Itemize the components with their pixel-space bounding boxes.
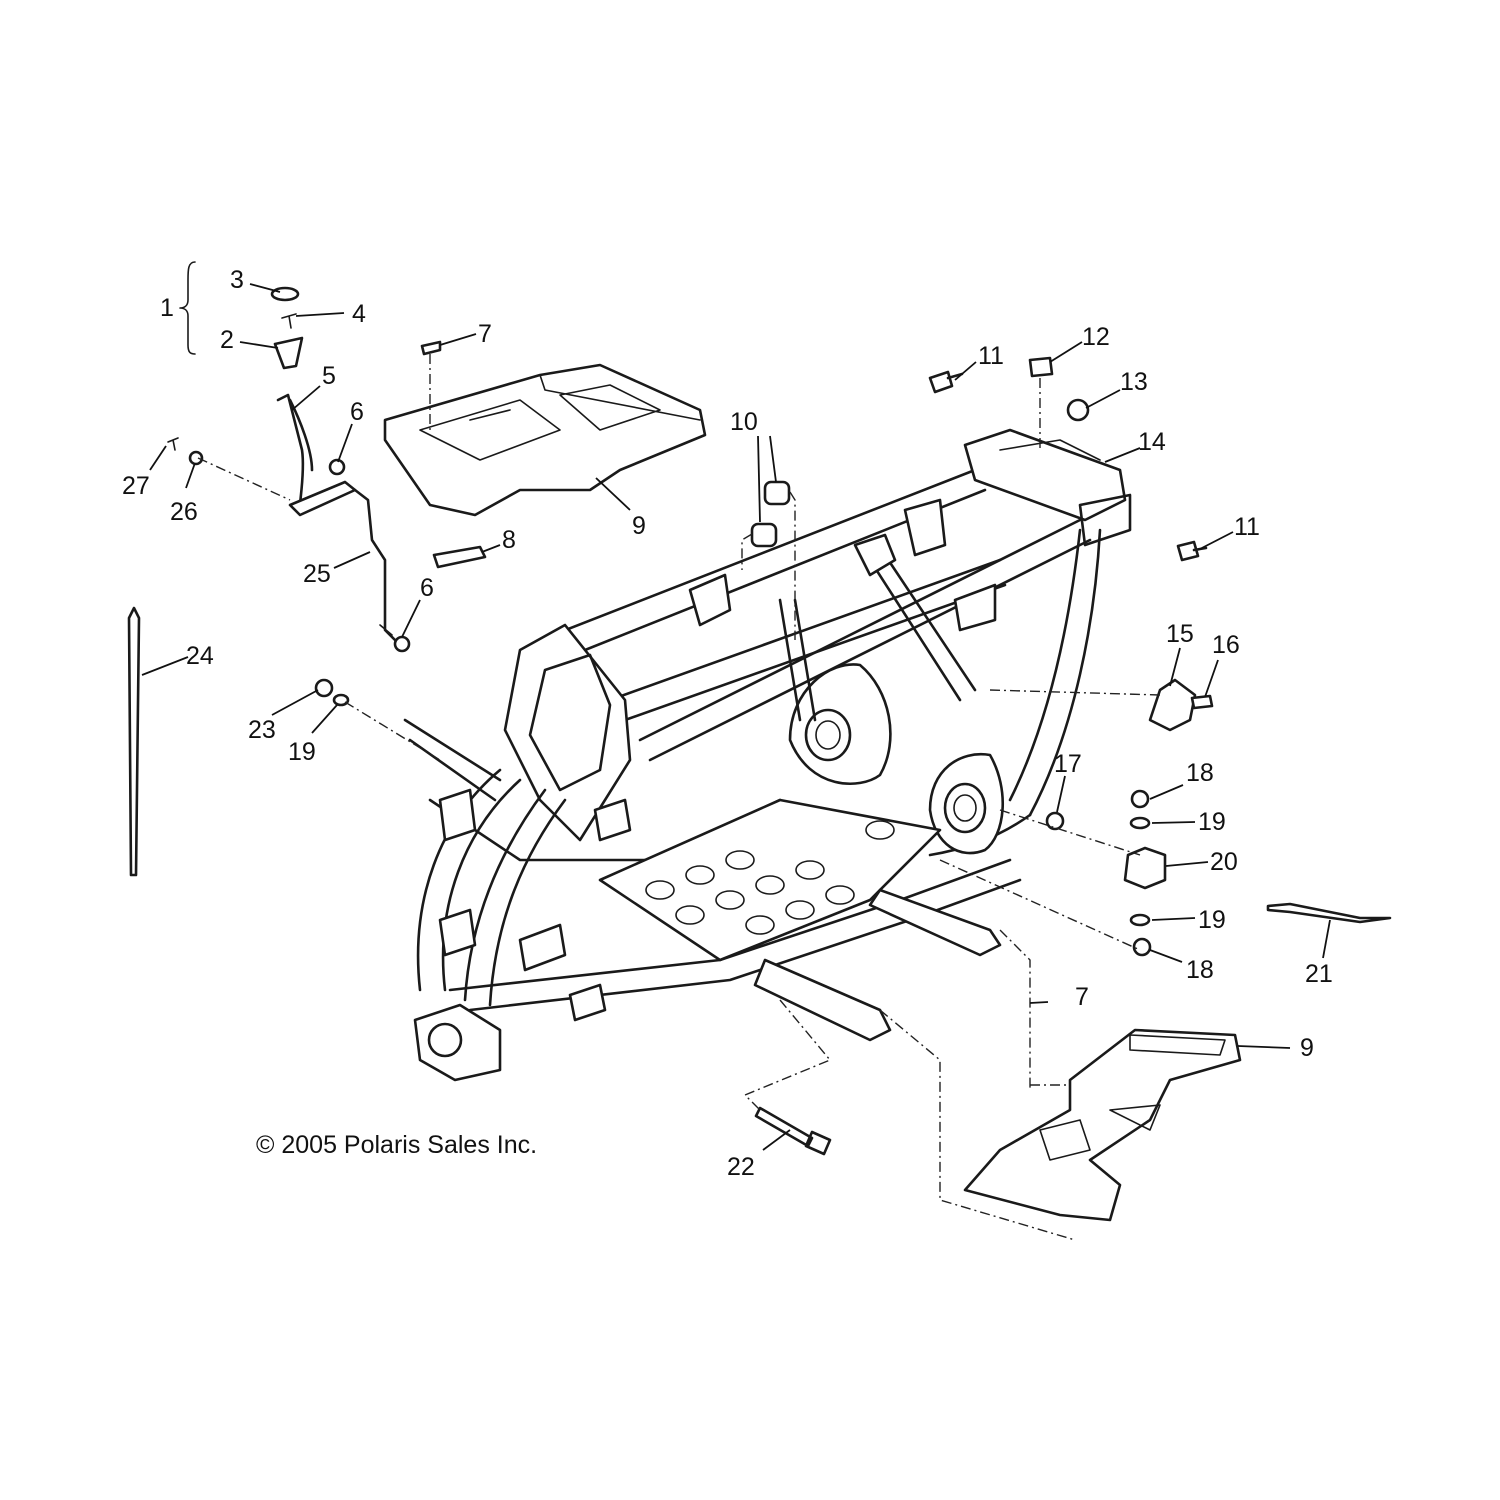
screw-part-7a: [420, 340, 442, 356]
clamp-part-6a: [328, 458, 346, 476]
callout-2: 2: [220, 326, 234, 354]
callout-16: 16: [1212, 631, 1240, 659]
cap-part-3: [270, 286, 300, 302]
bolt-part-11a: [928, 370, 964, 394]
callout-9a: 9: [632, 512, 646, 540]
copyright-notice: © 2005 Polaris Sales Inc.: [256, 1131, 537, 1159]
footrest-panel-part-9b: [963, 1028, 1242, 1222]
callout-labels: 1 2 3 4 5 6 6 7 7 8 9 9 10 11 11 12 13 1…: [122, 266, 1333, 1181]
callout-18a: 18: [1186, 759, 1214, 787]
callout-10: 10: [730, 408, 758, 436]
callout-7b: 7: [1075, 983, 1089, 1011]
callout-5: 5: [322, 362, 336, 390]
screw-part-4: [281, 313, 297, 329]
line-part-25: [353, 488, 397, 642]
callout-8: 8: [502, 526, 516, 554]
filler-neck-part-2: [273, 336, 304, 370]
group-bracket-1: [179, 261, 196, 355]
bolt-part-22: [754, 1106, 832, 1156]
callout-13: 13: [1120, 368, 1148, 396]
callout-25: 25: [303, 560, 331, 588]
footrest-panel-part-9a: [383, 363, 707, 517]
callout-11b: 11: [1234, 513, 1260, 541]
callout-19c: 19: [1198, 906, 1226, 934]
callout-23: 23: [248, 716, 276, 744]
washer-part-19c: [1129, 913, 1151, 927]
bolt-part-16: [1190, 694, 1214, 710]
nut-part-17: [1045, 811, 1065, 831]
leader-lines: [141, 283, 1331, 1151]
nut-part-13: [1066, 398, 1090, 422]
bolt-part-11b: [1176, 540, 1208, 562]
callout-1: 1: [160, 294, 174, 322]
washer-part-26: [188, 450, 204, 466]
bushing-part-10b: [750, 522, 778, 548]
callout-7a: 7: [478, 320, 492, 348]
callout-17: 17: [1054, 750, 1082, 778]
callout-9b: 9: [1300, 1034, 1314, 1062]
callout-4: 4: [352, 300, 366, 328]
callout-12: 12: [1082, 323, 1110, 351]
callout-21: 21: [1305, 960, 1333, 988]
washer-part-19b: [1129, 816, 1151, 830]
callout-19a: 19: [288, 738, 316, 766]
callout-18b: 18: [1186, 956, 1214, 984]
screw-part-27: [167, 437, 179, 451]
cap-part-12: [1028, 356, 1054, 378]
washer-part-19a: [332, 693, 350, 707]
pin-part-8: [432, 545, 487, 569]
callout-26: 26: [170, 498, 198, 526]
engine-mount-part-20: [1123, 846, 1167, 890]
clamp-part-15: [1148, 678, 1197, 732]
assembly-lines: [197, 354, 1161, 1241]
nut-part-23: [314, 678, 334, 698]
clamp-part-6b: [393, 635, 411, 653]
callout-11a: 11: [978, 342, 1004, 370]
nut-part-18b: [1132, 937, 1152, 957]
callout-19b: 19: [1198, 808, 1226, 836]
main-frame: [403, 428, 1132, 1082]
skid-plate-holes: [645, 820, 895, 935]
callout-15: 15: [1166, 620, 1194, 648]
callout-20: 20: [1210, 848, 1238, 876]
callout-3: 3: [230, 266, 244, 294]
callout-22: 22: [727, 1153, 755, 1181]
callout-24: 24: [186, 642, 214, 670]
callout-6b: 6: [420, 574, 434, 602]
bushing-part-10a: [763, 480, 791, 506]
callout-6a: 6: [350, 398, 364, 426]
rod-part-24: [127, 606, 141, 877]
callout-27: 27: [122, 472, 150, 500]
callout-14: 14: [1138, 428, 1166, 456]
strap-part-21: [1266, 902, 1392, 924]
nut-part-18a: [1130, 789, 1150, 809]
